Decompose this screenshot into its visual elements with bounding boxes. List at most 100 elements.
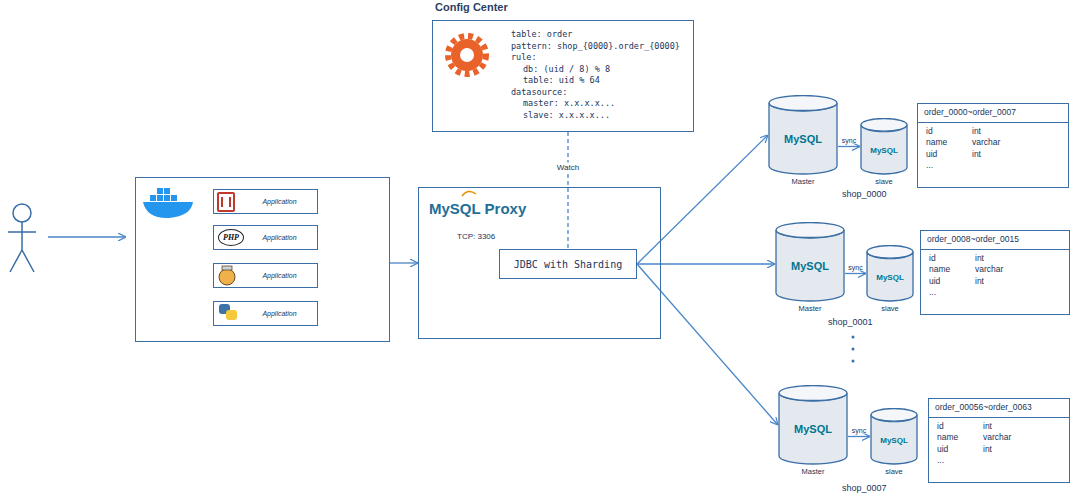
slave-db: MySQLslave	[866, 245, 914, 302]
table-box: order_00056~order_0063idintnamevarcharui…	[928, 398, 1070, 483]
node-text: pattern: shop_{0000}.order_{0000}	[511, 41, 683, 53]
cylinder-top	[769, 96, 837, 111]
node-text: Application	[262, 234, 296, 241]
node-text: TCP: 3306	[457, 232, 495, 241]
node-text: int	[964, 149, 1068, 161]
node-text: name	[918, 137, 964, 149]
edge-label: sync	[840, 136, 858, 143]
node-text: Master	[775, 304, 845, 313]
node-text: int	[967, 276, 1069, 288]
node-text: int	[975, 421, 1069, 433]
node-text: int	[967, 253, 1069, 265]
node-text: Master	[768, 177, 838, 186]
node-text: ...	[921, 287, 967, 299]
node-text: uid	[921, 276, 967, 288]
sharding-box: JDBC with Sharding	[499, 249, 637, 279]
node-text: name	[921, 264, 967, 276]
shard-name: shop_0000	[842, 189, 887, 199]
node-text: table: order	[511, 29, 683, 41]
node-text: Config Center	[435, 2, 508, 14]
edge-label: Watch	[555, 163, 581, 172]
node-text: db: (uid / 8) % 8	[511, 64, 683, 76]
cylinder-body	[779, 393, 847, 464]
node-text: name	[929, 432, 975, 444]
node-text: MySQL	[880, 436, 908, 445]
cylinder-top	[779, 386, 847, 401]
node-text: varchar	[964, 137, 1068, 149]
config-box: Config Centertable: orderpattern: shop_{…	[432, 20, 694, 132]
node-text: slave	[860, 177, 908, 186]
node-text: Application	[262, 198, 296, 205]
node-text: slave	[870, 467, 918, 476]
container-box: ApplicationPHPApplicationApplicationAppl…	[135, 177, 390, 342]
user-arrow	[48, 236, 126, 237]
node-text: uid	[918, 149, 964, 161]
node-text: Application	[262, 310, 296, 317]
connector	[567, 132, 568, 249]
docker-icon	[143, 188, 193, 218]
connector	[637, 264, 778, 425]
master-db: MySQLMaster	[778, 385, 848, 465]
node-text: JDBC with Sharding	[514, 259, 622, 270]
connector	[637, 263, 775, 264]
node-text: table: uid % 64	[511, 75, 683, 87]
node-text: order_00056~order_0063	[929, 399, 1069, 418]
node-text: id	[929, 421, 975, 433]
table-box: order_0008~order_0015idintnamevarcharuid…	[920, 230, 1070, 315]
node-text: int	[964, 126, 1068, 138]
connector	[838, 146, 860, 147]
cylinder-body	[769, 103, 837, 174]
cylinder-body	[776, 230, 844, 301]
node-text: slave: x.x.x.x...	[511, 110, 683, 122]
cylinder-top	[871, 409, 917, 422]
node-text: master: x.x.x.x...	[511, 98, 683, 110]
slave-db: MySQLslave	[870, 408, 918, 465]
python-icon	[219, 304, 237, 320]
cylinder-top	[867, 246, 913, 259]
node-text: PHP	[218, 229, 244, 246]
ellipsis-dots	[852, 336, 855, 363]
table-box: order_0000~order_0007idintnamevarcharuid…	[917, 103, 1069, 188]
node-text: Application	[262, 272, 296, 279]
dolphin-icon	[462, 191, 476, 196]
node-text: MySQL	[791, 260, 829, 272]
shard-name: shop_0001	[828, 317, 873, 327]
node-text: rule:	[511, 52, 683, 64]
user-figure	[8, 204, 36, 272]
cylinder-body	[867, 252, 913, 301]
node-text: ...	[929, 455, 975, 467]
node-text: id	[918, 126, 964, 138]
node-text: varchar	[975, 432, 1069, 444]
node-text: id	[921, 253, 967, 265]
edge-label: sync	[850, 426, 868, 433]
node-text: datasource:	[511, 87, 683, 99]
connector	[637, 135, 768, 264]
app-box: Application	[213, 189, 318, 214]
cylinder-top	[776, 223, 844, 238]
node-text: uid	[929, 444, 975, 456]
connector	[390, 262, 418, 263]
app-icon	[219, 266, 235, 285]
app-box: PHP Application	[213, 225, 318, 250]
connector	[845, 273, 866, 274]
proxy-box: MySQL ProxyTCP: 3306JDBC with Sharding	[418, 187, 661, 339]
node-text: MySQL	[870, 146, 898, 155]
master-db: MySQLMaster	[775, 222, 845, 302]
node-text: Master	[778, 467, 848, 476]
node-text: MySQL	[876, 273, 904, 282]
node-text: slave	[866, 304, 914, 313]
app-box: Application	[213, 263, 318, 288]
cylinder-body	[871, 415, 917, 464]
app-box: Application	[213, 301, 318, 326]
gear-icon	[448, 36, 486, 74]
cylinder-body	[861, 125, 907, 174]
cylinder-top	[861, 119, 907, 132]
node-text: MySQL	[794, 423, 832, 435]
node-text: MySQL	[784, 133, 822, 145]
shard-name: shop_0007	[842, 483, 887, 493]
node-text: order_0008~order_0015	[921, 231, 1069, 250]
slave-db: MySQLslave	[860, 118, 908, 175]
node-text: ...	[918, 160, 964, 172]
node-text: MySQL Proxy	[429, 200, 526, 217]
app-icon	[218, 193, 234, 211]
